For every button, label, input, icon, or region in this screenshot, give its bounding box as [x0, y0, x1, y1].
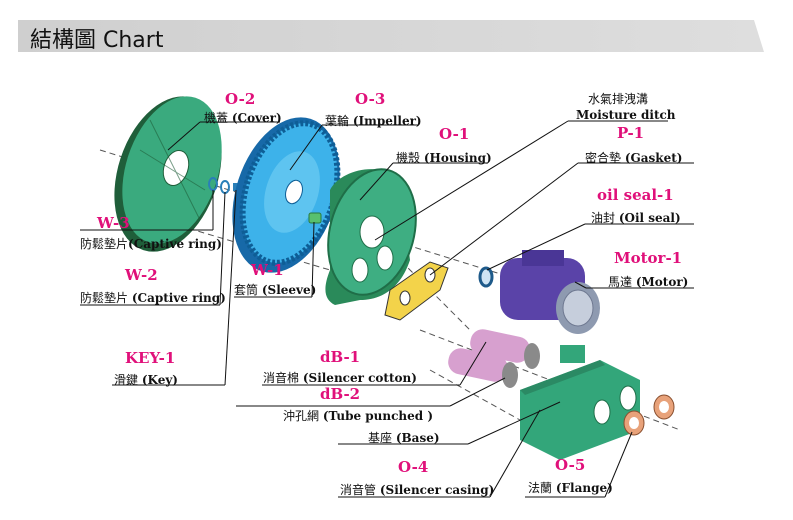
- label-motor-desc: 馬達 (Motor): [608, 275, 689, 289]
- label-o1-code: O-1: [439, 125, 470, 143]
- label-w1-desc: 套筒 (Sleeve): [234, 283, 317, 297]
- label-motor-code: Motor-1: [614, 249, 683, 267]
- label-db1-desc: 消音棉 (Silencer cotton): [263, 371, 417, 385]
- label-w3-desc: 防鬆墊片(Captive ring): [80, 237, 222, 251]
- label-ditch-zh: 水氣排洩溝: [588, 92, 649, 106]
- motor-part: [500, 250, 600, 334]
- label-db2-desc: 沖孔網 (Tube punched ): [283, 409, 434, 423]
- label-key1-code: KEY-1: [125, 349, 176, 367]
- page-title: 結構圖 Chart: [30, 28, 164, 53]
- label-o5-desc: 法蘭 (Flange): [528, 481, 613, 495]
- label-o3-code: O-3: [355, 90, 386, 108]
- label-o4-desc: 消音管 (Silencer casing): [340, 483, 495, 497]
- label-o3-desc: 葉輪 (Impeller): [325, 114, 422, 128]
- label-ditch-en: Moisture ditch: [576, 108, 676, 122]
- flange-parts: [623, 394, 675, 436]
- sleeve-part: [308, 212, 322, 224]
- oil-seal-part: [478, 266, 494, 288]
- title-bar-background: [18, 20, 764, 52]
- label-db1-code: dB-1: [320, 348, 361, 366]
- title-bar: 結構圖 Chart: [18, 20, 764, 53]
- label-w1-code: W-1: [251, 261, 284, 279]
- label-oilseal-desc: 油封 (Oil seal): [591, 211, 681, 225]
- label-w3-code: W-3: [97, 214, 130, 232]
- label-o5-code: O-5: [555, 456, 586, 474]
- label-oilseal-code: oil seal-1: [597, 186, 674, 204]
- label-p1-desc: 密合墊 (Gasket): [585, 151, 683, 165]
- label-base-desc: 基座 (Base): [368, 431, 440, 445]
- label-o4-code: O-4: [398, 458, 429, 476]
- cover-part: [114, 96, 222, 252]
- label-w2-code: W-2: [125, 266, 158, 284]
- label-db2-code: dB-2: [320, 385, 361, 403]
- silencer-cotton-part: [448, 329, 540, 388]
- base-part: [520, 345, 640, 460]
- label-o2-code: O-2: [225, 90, 256, 108]
- label-o2-desc: 機蓋 (Cover): [204, 111, 282, 125]
- label-o1-desc: 機殼 (Housing): [396, 151, 492, 165]
- label-w2-desc: 防鬆墊片 (Captive ring): [80, 291, 226, 305]
- label-p1-code: P-1: [617, 124, 645, 142]
- label-key1-desc: 滑鍵 (Key): [114, 373, 178, 387]
- housing-part: [325, 168, 417, 305]
- leader-lines: [80, 120, 694, 498]
